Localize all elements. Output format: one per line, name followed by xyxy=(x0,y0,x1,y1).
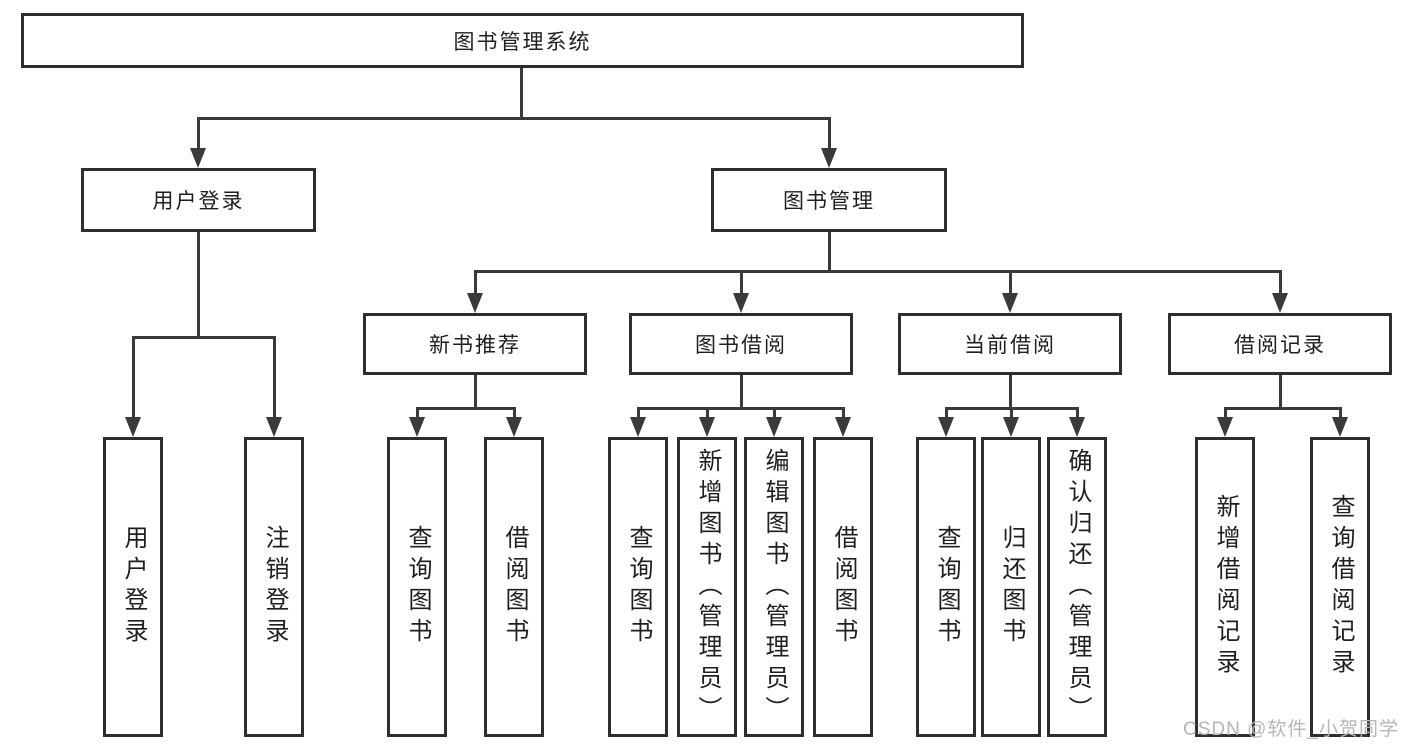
arrow-down-icon xyxy=(1217,417,1233,437)
node-book-management: 图书管理 xyxy=(711,168,947,232)
leaf-query-books-current: 查询图书 xyxy=(916,437,976,737)
arrow-down-icon xyxy=(938,417,954,437)
connector-line xyxy=(1076,407,1079,420)
arrow-down-icon xyxy=(630,417,646,437)
leaf-query-books-borrowing: 查询图书 xyxy=(608,437,668,737)
leaf-query-books-recommend: 查询图书 xyxy=(387,437,447,737)
arrow-down-icon xyxy=(1332,417,1348,437)
connector-line xyxy=(637,407,640,420)
connector-line xyxy=(132,336,135,420)
connector-line xyxy=(474,270,1282,273)
connector-line xyxy=(1010,407,1013,420)
leaf-add-book-admin: 新增图书（管理员） xyxy=(677,437,737,737)
connector-line xyxy=(637,407,845,410)
arrow-down-icon xyxy=(1003,417,1019,437)
connector-line xyxy=(273,336,276,420)
leaf-borrow-books-borrowing: 借阅图书 xyxy=(813,437,873,737)
connector-line xyxy=(1279,375,1282,409)
node-current-borrowing: 当前借阅 xyxy=(898,313,1122,375)
arrow-down-icon xyxy=(125,417,141,437)
leaf-query-borrow-record: 查询借阅记录 xyxy=(1310,437,1370,737)
connector-line xyxy=(416,407,516,410)
arrow-down-icon xyxy=(409,417,425,437)
connector-line xyxy=(197,117,831,120)
connector-line xyxy=(1339,407,1342,420)
connector-line xyxy=(132,336,276,339)
connector-line xyxy=(740,375,743,409)
leaf-edit-book-admin: 编辑图书（管理员） xyxy=(744,437,804,737)
node-library-management-system: 图书管理系统 xyxy=(21,13,1024,68)
connector-line xyxy=(513,407,516,420)
leaf-logout: 注销登录 xyxy=(244,437,304,737)
connector-line xyxy=(197,232,200,339)
connector-line xyxy=(1224,407,1342,410)
arrow-down-icon xyxy=(266,417,282,437)
connector-line xyxy=(1009,270,1012,296)
connector-line xyxy=(945,407,948,420)
node-borrowing-records: 借阅记录 xyxy=(1168,313,1392,375)
node-user-login: 用户登录 xyxy=(81,168,316,232)
connector-line xyxy=(773,407,776,420)
connector-line xyxy=(197,117,200,150)
connector-line xyxy=(1279,270,1282,296)
arrow-down-icon xyxy=(1069,417,1085,437)
arrow-down-icon xyxy=(835,417,851,437)
node-new-book-recommend: 新书推荐 xyxy=(363,313,587,375)
connector-line xyxy=(842,407,845,420)
connector-line xyxy=(828,232,831,273)
connector-line xyxy=(740,270,743,296)
arrow-down-icon xyxy=(699,417,715,437)
arrow-down-icon xyxy=(190,148,206,168)
watermark: CSDN @软件_小贺同学 xyxy=(1183,719,1399,740)
node-book-borrowing: 图书借阅 xyxy=(629,313,853,375)
leaf-borrow-books-recommend: 借阅图书 xyxy=(484,437,544,737)
connector-line xyxy=(520,68,523,118)
connector-line xyxy=(1224,407,1227,420)
leaf-return-books: 归还图书 xyxy=(981,437,1041,737)
arrow-down-icon xyxy=(1002,293,1018,313)
connector-line xyxy=(474,375,477,409)
connector-line xyxy=(474,270,477,296)
arrow-down-icon xyxy=(733,293,749,313)
connector-line xyxy=(1009,375,1012,409)
arrow-down-icon xyxy=(1272,293,1288,313)
leaf-confirm-return-admin: 确认归还（管理员） xyxy=(1047,437,1107,737)
arrow-down-icon xyxy=(467,293,483,313)
connector-line xyxy=(416,407,419,420)
connector-line xyxy=(828,117,831,150)
arrow-down-icon xyxy=(766,417,782,437)
leaf-add-borrow-record: 新增借阅记录 xyxy=(1195,437,1255,737)
arrow-down-icon xyxy=(506,417,522,437)
leaf-user-login: 用户登录 xyxy=(103,437,163,737)
arrow-down-icon xyxy=(821,148,837,168)
connector-line xyxy=(706,407,709,420)
